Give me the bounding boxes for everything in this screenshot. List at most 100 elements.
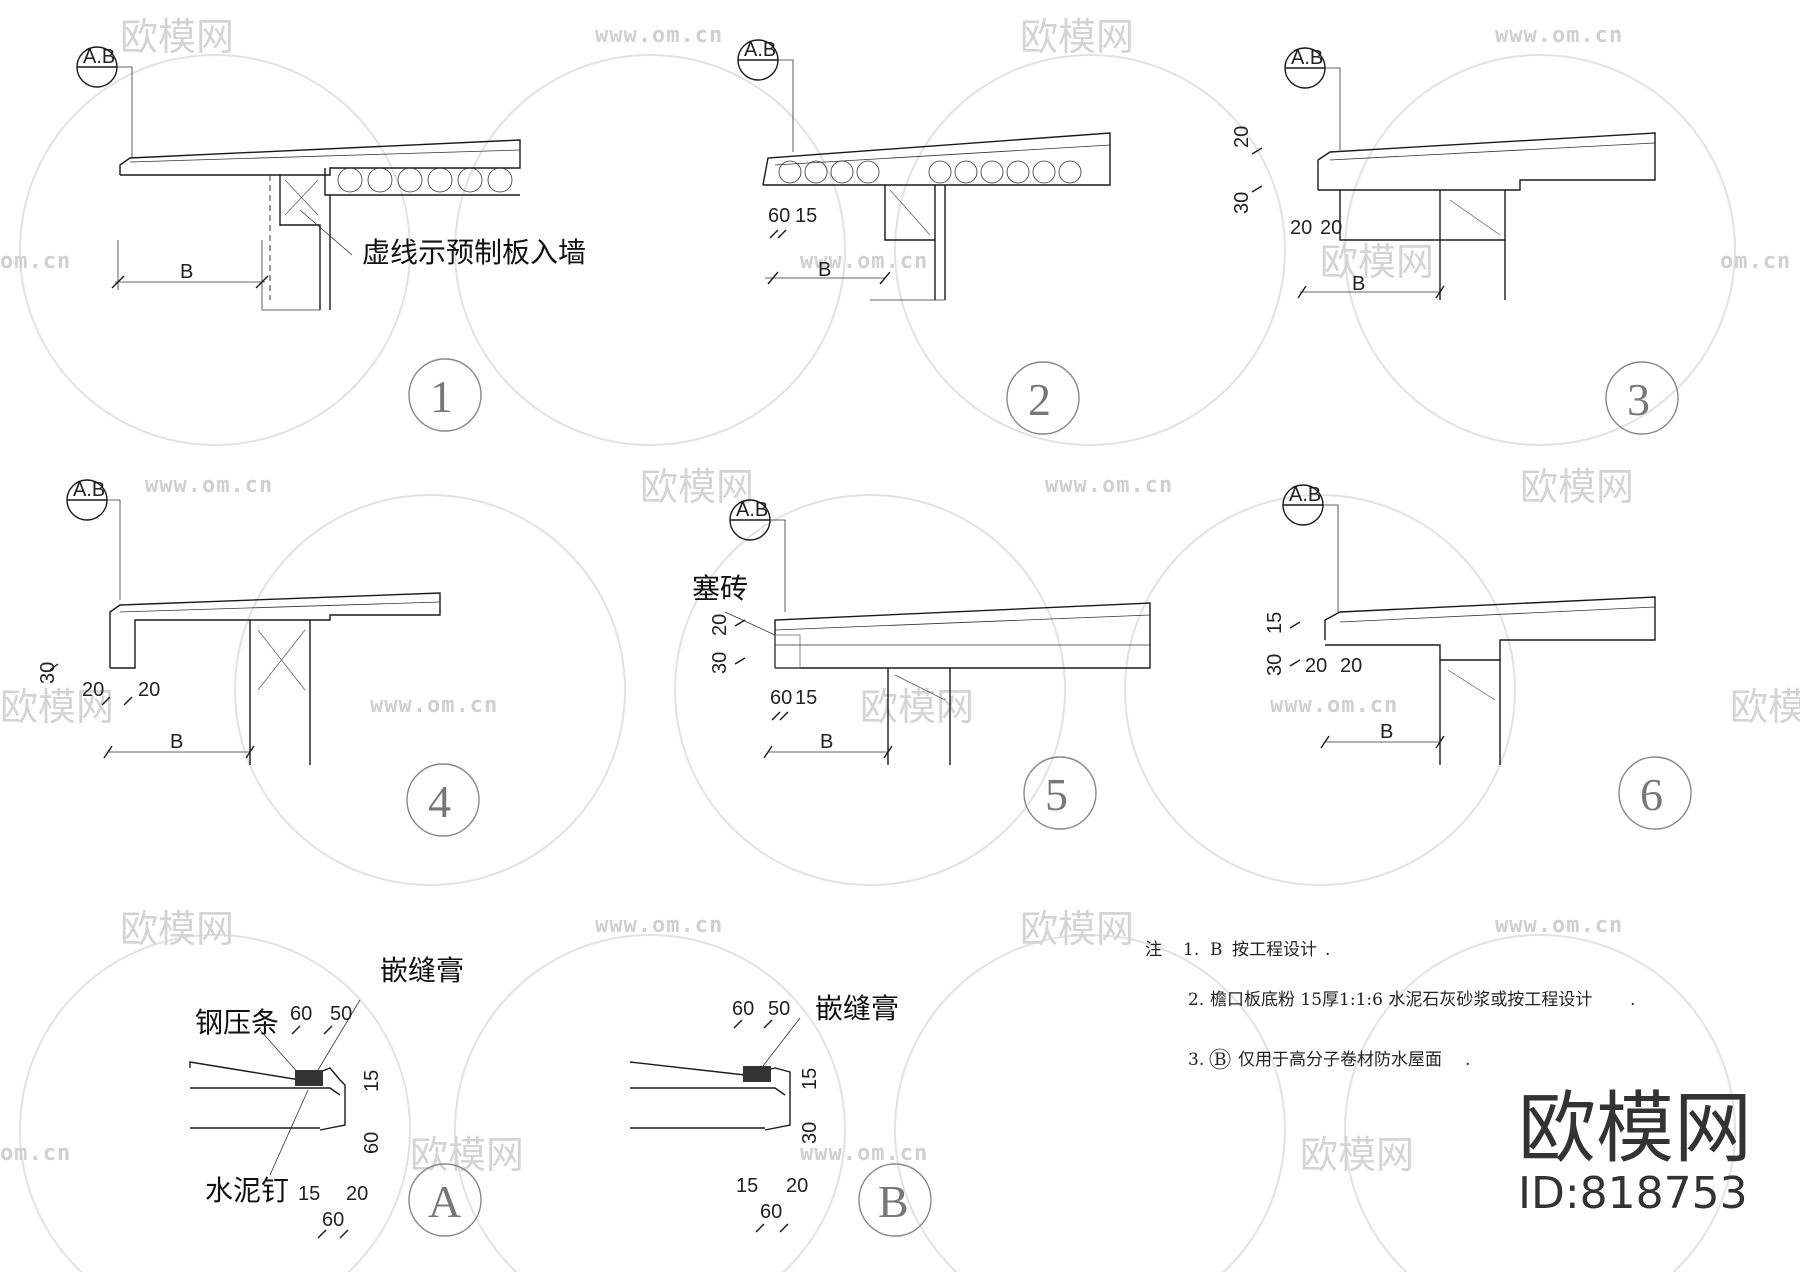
svg-text:.: .: [1465, 1050, 1470, 1070]
detail-2: A.B 60 15 B 2: [737, 39, 1111, 435]
detail-number: 5: [1045, 769, 1068, 820]
note-1-num: 1.: [1183, 940, 1199, 960]
detail-4: A.B 30 20 20 B 4: [37, 479, 480, 837]
dim-15: 15: [1264, 612, 1286, 634]
svg-text:.: .: [1630, 990, 1635, 1010]
wm-logo: 欧模网: [1300, 1133, 1414, 1177]
label-sealant: 嵌缝膏: [815, 992, 899, 1025]
wm-url: www.om.cn: [800, 1141, 928, 1166]
dim-15: 15: [799, 1068, 821, 1090]
wm-logo: 欧模网: [1320, 240, 1434, 284]
wm-logo: 欧模网: [120, 907, 234, 951]
wm-url: www.om.cn: [1045, 473, 1173, 498]
wm-url: www.om.cn: [1495, 913, 1623, 938]
ref-tag: A.B: [1289, 484, 1321, 506]
note-1-text: 按工程设计: [1232, 940, 1317, 960]
dim-20a: 20: [1290, 217, 1312, 239]
note-fill-brick: 塞砖: [692, 572, 748, 605]
label-steel-strip: 钢压条: [195, 1006, 279, 1039]
wm-logo: 欧模网: [0, 685, 114, 729]
wm-url: www.om.cn: [1495, 23, 1623, 48]
ref-tag: A.B: [73, 479, 105, 501]
detail-number: 1: [430, 371, 453, 422]
dim-20b: 20: [1340, 655, 1362, 677]
detail-number: 4: [428, 776, 451, 827]
note-1-ref: B: [1210, 940, 1223, 960]
dim-b: B: [180, 261, 193, 283]
dim-60c: 60: [322, 1209, 344, 1231]
detail-b: 嵌缝膏 60 50 15 30 15 20 60 B: [629, 992, 932, 1237]
dim-20b: 20: [1320, 217, 1342, 239]
dim-b: B: [170, 731, 183, 753]
dim-30: 30: [1264, 654, 1286, 676]
dim-15: 15: [795, 687, 817, 709]
dim-15b: 15: [736, 1175, 758, 1197]
dim-60: 60: [732, 998, 754, 1020]
detail-a: 嵌缝膏 钢压条 水泥钉 60 50 15 60 15 20 60 A: [189, 954, 482, 1239]
note-2-num: 2.: [1188, 990, 1204, 1010]
dim-50: 50: [768, 998, 790, 1020]
detail-number: 3: [1627, 374, 1650, 425]
dim-30: 30: [1231, 192, 1253, 214]
dim-15: 15: [361, 1070, 383, 1092]
brand-id: ID:818753: [1518, 1168, 1748, 1219]
detail-number: 6: [1640, 769, 1663, 820]
dim-20b: 20: [138, 679, 160, 701]
ref-tag: A.B: [744, 39, 776, 61]
detail-letter: A: [428, 1176, 461, 1227]
note-2-text: 檐口板底粉 15厚1:1:6 水泥石灰砂浆或按工程设计: [1210, 990, 1592, 1010]
detail-5: A.B 塞砖 20 30 60 15 B 5: [692, 499, 1151, 830]
note-3-text: 仅用于高分子卷材防水屋面: [1238, 1050, 1442, 1070]
label-cement-nail: 水泥钉: [205, 1174, 289, 1207]
dim-20: 20: [786, 1175, 808, 1197]
ref-tag: A.B: [736, 499, 768, 521]
dim-60c: 60: [760, 1201, 782, 1223]
dim-60: 60: [290, 1003, 312, 1025]
detail-number: 2: [1028, 374, 1051, 425]
watermark-logos: 欧模网 www.om.cn 欧模网 www.om.cn om.cn www.om…: [0, 15, 1800, 1177]
label-sealant: 嵌缝膏: [380, 954, 464, 987]
notes-prefix: 注: [1145, 940, 1162, 960]
wm-logo: 欧模网: [120, 15, 234, 59]
dim-b: B: [818, 259, 831, 281]
dim-b: B: [1380, 721, 1393, 743]
dim-60b: 60: [361, 1132, 383, 1154]
dim-15: 15: [795, 205, 817, 227]
wm-logo: 欧模网: [410, 1133, 524, 1177]
detail-6: A.B 15 30 20 20 B 6: [1264, 484, 1692, 830]
note-3-ref: B: [1214, 1050, 1227, 1070]
wm-logo: 欧模网: [1020, 15, 1134, 59]
wm-logo: 欧模网: [640, 465, 754, 509]
wm-url: www.om.cn: [370, 693, 498, 718]
wm-url: www.om.cn: [595, 23, 723, 48]
dim-b: B: [1352, 273, 1365, 295]
dim-30: 30: [709, 652, 731, 674]
dim-20: 20: [1231, 126, 1253, 148]
brand-mark: 欧模网 ID:818753: [1518, 1084, 1752, 1219]
dim-60: 60: [768, 205, 790, 227]
notes-block: 注 1. B 按工程设计 . 2. 檐口板底粉 15厚1:1:6 水泥石灰砂浆或…: [1145, 940, 1635, 1070]
ref-tag: A.B: [83, 46, 115, 68]
wm-url: om.cn: [1720, 249, 1791, 274]
detail-1: A.B 虚线示预制板入墙 B 1: [76, 46, 586, 432]
watermark-pattern: [19, 54, 1736, 1272]
detail-letter: B: [878, 1176, 909, 1227]
wm-url: om.cn: [0, 249, 71, 274]
wm-url: www.om.cn: [145, 473, 273, 498]
dim-20: 20: [346, 1183, 368, 1205]
wm-logo: 欧模网: [860, 685, 974, 729]
dim-20a: 20: [82, 679, 104, 701]
wm-logo: 欧模网: [1730, 685, 1800, 729]
wm-url: om.cn: [0, 1141, 71, 1166]
brand-name: 欧模网: [1518, 1084, 1752, 1174]
detail-3: A.B 20 30 20 20 B 3: [1231, 47, 1679, 435]
svg-text:.: .: [1325, 940, 1330, 960]
note-precast-slab: 虚线示预制板入墙: [362, 236, 586, 269]
dim-b: B: [820, 731, 833, 753]
wm-logo: 欧模网: [1520, 465, 1634, 509]
dim-15b: 15: [298, 1183, 320, 1205]
wm-url: www.om.cn: [595, 913, 723, 938]
wm-logo: 欧模网: [1020, 907, 1134, 951]
wm-url: www.om.cn: [800, 249, 928, 274]
